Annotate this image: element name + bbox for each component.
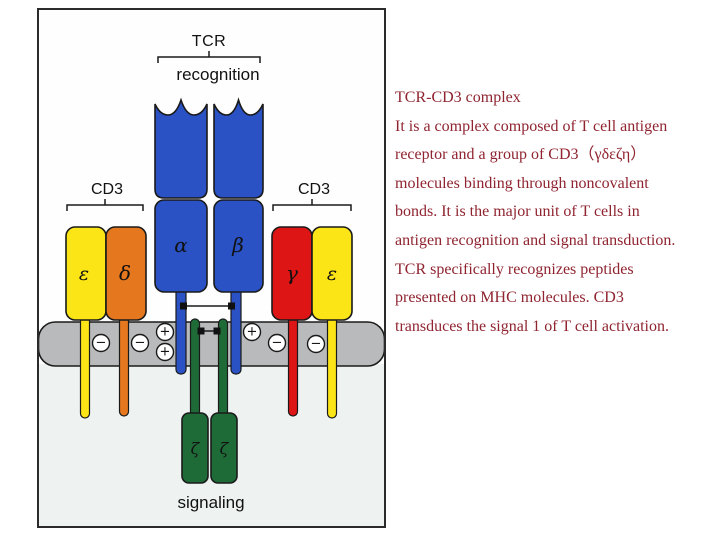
epsilon-left-stem [79, 307, 91, 419]
alpha-constant-domain [154, 199, 208, 293]
figure-border [37, 8, 386, 528]
charge-negative-1: − [91, 333, 111, 353]
beta-stem [230, 283, 242, 375]
charge-positive-1: + [155, 322, 175, 342]
charge-negative-4: − [306, 334, 326, 354]
zeta-left-letter: ζ [191, 439, 201, 458]
cd3-right-label: CD3 [298, 181, 330, 198]
tcr-bracket [157, 51, 261, 63]
epsilon-right-letter: ε [327, 263, 337, 285]
svg-text:+: + [247, 325, 258, 340]
svg-text:−: − [272, 336, 283, 351]
svg-text:−: − [311, 337, 322, 352]
beta-variable-domain [213, 97, 264, 199]
cd3-left-bracket [66, 199, 144, 211]
description-line: molecules binding through noncovalent [395, 174, 649, 192]
svg-text:−: − [96, 336, 107, 351]
description-line: antigen recognition and signal transduct… [395, 231, 676, 249]
svg-text:−: − [135, 336, 146, 351]
description-title: TCR-CD3 complex [395, 89, 521, 106]
description-line: receptor and a group of CD3（γδεζη） [395, 146, 647, 164]
description-line: TCR specifically recognizes peptides [395, 260, 634, 278]
zeta-right-letter: ζ [220, 439, 230, 458]
alpha-beta-disulfide-bond [180, 302, 235, 310]
description-line: presented on MHC molecules. CD3 [395, 289, 624, 307]
description-line: transduces the signal 1 of T cell activa… [395, 317, 669, 335]
signaling-label: signaling [177, 493, 244, 512]
description-panel: TCR-CD3 complex It is a complex composed… [395, 84, 720, 341]
tcr-label: TCR [192, 33, 226, 50]
cd3-left-label: CD3 [91, 181, 123, 198]
zeta-left-domain [181, 412, 209, 484]
charge-negative-2: − [130, 333, 150, 353]
epsilon-right-domain [311, 226, 353, 321]
svg-text:+: + [160, 345, 171, 360]
delta-domain [105, 226, 147, 321]
cd3-right-bracket [272, 199, 352, 211]
alpha-stem [175, 283, 187, 375]
gamma-letter: γ [286, 261, 298, 285]
epsilon-right-stem [326, 307, 338, 419]
recognition-label: recognition [176, 65, 259, 84]
beta-constant-domain [213, 199, 264, 293]
zeta-zeta-disulfide-bond [197, 327, 221, 335]
svg-text:+: + [160, 325, 171, 340]
charge-positive-2: + [155, 342, 175, 362]
description-line: bonds. It is the major unit of T cells i… [395, 203, 640, 221]
alpha-variable-domain [154, 97, 208, 199]
epsilon-left-letter: ε [79, 263, 89, 285]
alpha-letter: α [174, 233, 188, 257]
charge-positive-3: + [242, 322, 262, 342]
delta-stem [118, 307, 130, 417]
tcr-cd3-figure: − − + + + − − [37, 8, 386, 528]
beta-letter: β [231, 233, 244, 257]
zeta-right-domain [210, 412, 238, 484]
charge-negative-3: − [267, 333, 287, 353]
gamma-stem [287, 307, 299, 417]
description-line: It is a complex composed of T cell antig… [395, 117, 668, 135]
delta-letter: δ [119, 261, 131, 285]
